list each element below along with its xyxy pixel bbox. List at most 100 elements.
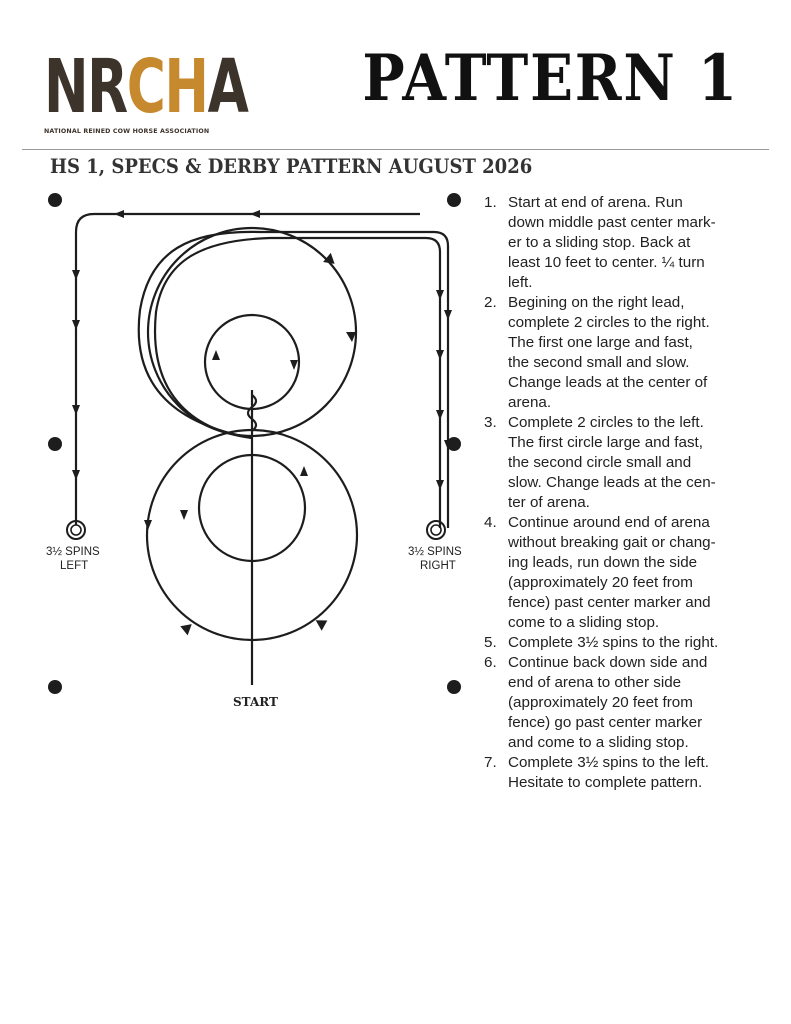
- pattern-diagram: 3½ SPINS LEFT 3½ SPINS RIGHT START: [46, 193, 462, 709]
- arena-markers: [48, 193, 461, 694]
- step-line: come to a sliding stop.: [508, 614, 660, 631]
- step-line: Change leads at the center of: [508, 374, 708, 391]
- spin-marker-left-inner: [70, 524, 82, 536]
- small-circle-left: [197, 453, 307, 563]
- step-text: Start at end of arena. Run down middle pa…: [508, 193, 774, 293]
- arrow-lower-circle-3: [180, 624, 192, 636]
- pattern-paths: [74, 212, 450, 685]
- step-text: Continue around end of arena without brea…: [508, 513, 774, 633]
- step-line: fence) past center marker and: [508, 594, 711, 611]
- arrow-left-down-1: [72, 270, 80, 280]
- step-item: 3. Complete 2 circles to the left. The fir…: [484, 413, 774, 513]
- step-number: 5.: [484, 634, 497, 651]
- marker-dot-bottom-right: [447, 680, 461, 694]
- small-circle-right: [203, 313, 301, 411]
- arrow-right-down-1: [436, 290, 444, 300]
- step-line: (approximately 20 feet from: [508, 694, 693, 711]
- step-line: without breaking gait or chang-: [508, 534, 716, 551]
- spin-marker-right: [426, 520, 446, 540]
- large-circle-left: [145, 428, 359, 642]
- outer-rundown-path: [137, 230, 450, 528]
- page-title: PATTERN 1: [362, 41, 739, 116]
- spins-left-label-line2: LEFT: [60, 560, 88, 572]
- logo-letter-a: A: [207, 44, 249, 130]
- arrow-right-down-3: [436, 410, 444, 420]
- step-line: er to a sliding stop. Back at: [508, 234, 691, 251]
- spin-marker-right-outer: [426, 520, 446, 540]
- inner-rundown-path: [153, 236, 442, 528]
- step-item: 2.Begining on the right lead,complete 2 …: [484, 293, 774, 413]
- step-item: 5. Complete 3½ spins to the right.: [484, 633, 774, 653]
- arrow-right-down-4: [436, 480, 444, 490]
- spin-marker-left: [66, 520, 86, 540]
- arrow-small-circle-1: [290, 360, 298, 370]
- arrow-left-down-4: [72, 470, 80, 480]
- arrow-lower-small-2: [300, 466, 308, 476]
- instructions-list: 1. Start at end of arena. Run down middle …: [484, 193, 774, 793]
- step-line: Begining on the right lead,: [508, 294, 685, 311]
- step-text: Complete 3½ spins to the right.: [508, 633, 774, 653]
- center-squiggle: [246, 394, 258, 432]
- arrow-right-down-2: [436, 350, 444, 360]
- step-line: least 10 feet to center. ¼ turn: [508, 254, 705, 271]
- step-line: complete 2 circles to the right.: [508, 314, 710, 331]
- step-item: 1. Start at end of arena. Run down middle …: [484, 193, 774, 293]
- arrow-outer-down-1: [444, 310, 452, 320]
- marker-dot-center-left: [48, 437, 62, 451]
- arrow-lower-circle-1: [144, 520, 152, 530]
- header-divider: [22, 149, 769, 150]
- step-line: The first circle large and fast,: [508, 434, 703, 451]
- arrow-lower-circle-2: [315, 620, 328, 631]
- step-text: Complete 2 circles to the left. The first…: [508, 413, 774, 513]
- step-line: arena.: [508, 394, 552, 411]
- arrow-left-down-2: [72, 320, 80, 330]
- nrcha-logo: N R C H A NATIONAL REINED COW HORSE ASSO…: [44, 44, 249, 140]
- spins-right-label-line1: 3½ SPINS: [408, 546, 462, 558]
- arrow-top-return-2: [250, 210, 260, 218]
- step-line: ter of arena.: [508, 494, 590, 511]
- pattern-subtitle: HS 1, SPECS & DERBY PATTERN AUGUST 2026: [50, 154, 533, 178]
- step-line: Start at end of arena. Run: [508, 194, 683, 211]
- step-line: Continue back down side and: [508, 654, 708, 671]
- step-number: 1.: [484, 194, 497, 211]
- spins-right-label-line2: RIGHT: [420, 560, 456, 572]
- arrow-big-circle-2: [346, 332, 356, 342]
- step-line: down middle past center mark-: [508, 214, 716, 231]
- marker-dot-top-right: [447, 193, 461, 207]
- step-line: The first one large and fast,: [508, 334, 693, 351]
- logo-tagline: NATIONAL REINED COW HORSE ASSOCIATION: [44, 128, 210, 135]
- step-line: (approximately 20 feet from: [508, 574, 693, 591]
- step-line: fence) go past center marker: [508, 714, 703, 731]
- spin-marker-left-outer: [66, 520, 86, 540]
- step-number: 6.: [484, 654, 497, 671]
- step-line: Complete 3½ spins to the left.: [508, 754, 709, 771]
- logo-letter-h: H: [164, 44, 209, 130]
- step-line: Continue around end of arena: [508, 514, 710, 531]
- logo-letter-c: C: [126, 44, 166, 130]
- marker-dot-top-left: [48, 193, 62, 207]
- logo-letters: N R C H A: [44, 44, 249, 130]
- arrow-outer-down-2: [444, 440, 452, 450]
- arrow-top-return: [114, 210, 124, 218]
- step-line: the second small and slow.: [508, 354, 690, 371]
- logo-letter-r: R: [87, 44, 128, 130]
- step-line: ing leads, run down the side: [508, 554, 698, 571]
- step-line: the second circle small and: [508, 454, 692, 471]
- step-line: and come to a sliding stop.: [508, 734, 689, 751]
- step-text: Begining on the right lead, complete 2 ci…: [508, 293, 774, 413]
- step-text: Complete 3½ spins to the left. Hesitate t…: [508, 753, 774, 793]
- marker-dot-bottom-left: [48, 680, 62, 694]
- step-number: 3.: [484, 414, 497, 431]
- arrow-small-circle-2: [212, 350, 220, 360]
- start-label: START: [233, 695, 278, 709]
- step-line: slow. Change leads at the cen-: [508, 474, 716, 491]
- step-line: Complete 2 circles to the left.: [508, 414, 704, 431]
- arrow-left-down-3: [72, 405, 80, 415]
- spins-left-label-line1: 3½ SPINS: [46, 546, 100, 558]
- step-item: 7.Complete 3½ spins to the left.Hesitate…: [484, 753, 774, 793]
- return-path-left: [74, 212, 420, 525]
- step-line: Hesitate to complete pattern.: [508, 774, 703, 791]
- arrow-big-circle-1: [323, 252, 335, 264]
